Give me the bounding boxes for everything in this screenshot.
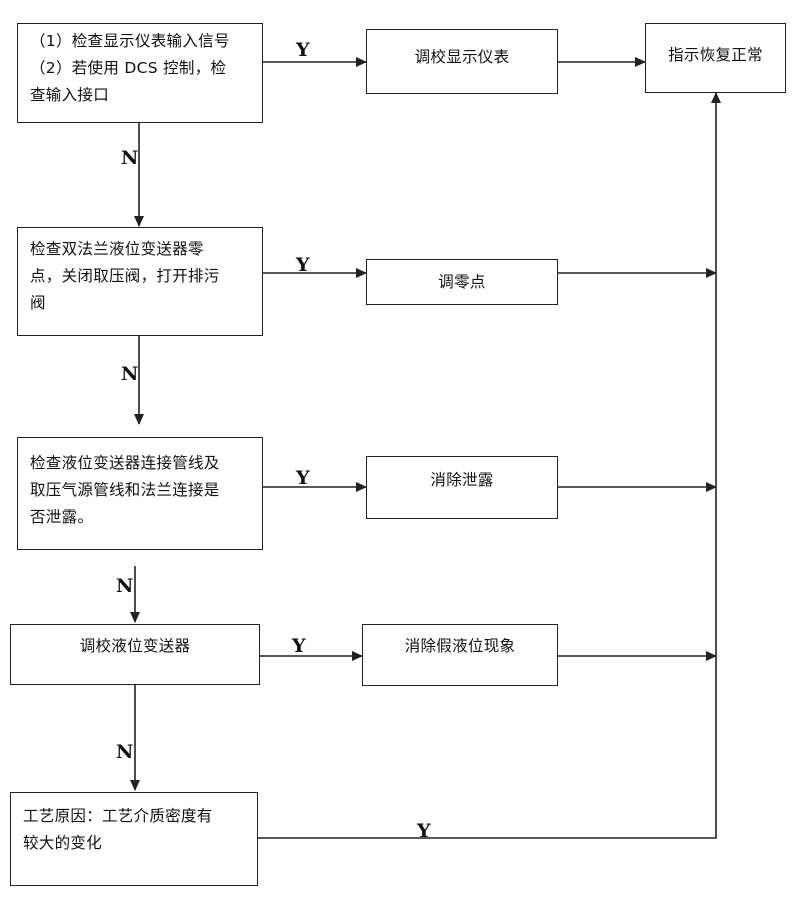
node-process-cause: 工艺原因：工艺介质密度有 较大的变化 <box>10 792 258 886</box>
edge-label-no: N <box>121 147 139 169</box>
edge-label-no: N <box>116 741 134 763</box>
node-adjust-zero: 调零点 <box>366 259 558 305</box>
node-eliminate-false-level: 消除假液位现象 <box>362 624 558 686</box>
node-calibrate-transmitter: 调校液位变送器 <box>10 624 260 685</box>
node-calibrate-display: 调校显示仪表 <box>366 29 558 94</box>
edge-label-yes: Y <box>296 467 310 489</box>
node-text-line: 检查液位变送器连接管线及 <box>30 454 220 472</box>
node-label: 指示恢复正常 <box>668 46 763 64</box>
edge-label-yes: Y <box>292 635 306 657</box>
edge-label-yes: Y <box>296 39 310 61</box>
edge-label-yes: Y <box>417 820 431 842</box>
node-check-zero: 检查双法兰液位变送器零 点，关闭取压阀，打开排污 阀 <box>17 227 263 336</box>
node-check-display-signal: （1）检查显示仪表输入信号 （2）若使用 DCS 控制，检 查输入接口 <box>17 23 263 123</box>
node-text-line: 取压气源管线和法兰连接是 <box>30 481 220 499</box>
node-label: 消除假液位现象 <box>404 637 516 655</box>
node-eliminate-leak: 消除泄露 <box>366 456 558 519</box>
node-text-line: 阀 <box>30 294 46 312</box>
node-text-line: （2）若使用 DCS 控制，检 <box>30 59 227 77</box>
node-text-line: 工艺原因：工艺介质密度有 <box>23 807 213 825</box>
node-indication-normal: 指示恢复正常 <box>645 23 786 93</box>
node-text-line: 点，关闭取压阀，打开排污 <box>30 267 220 285</box>
node-label: 调校显示仪表 <box>414 48 510 66</box>
node-label: 消除泄露 <box>430 471 494 489</box>
edge-process-cause-to-indication-normal <box>258 92 721 839</box>
edge-label-no: N <box>116 575 134 597</box>
node-label: 调零点 <box>438 272 486 291</box>
node-text-line: （1）检查显示仪表输入信号 <box>30 32 230 50</box>
node-text-line: 否泄露。 <box>30 508 94 526</box>
edge-label-yes: Y <box>296 254 310 276</box>
node-check-leak: 检查液位变送器连接管线及 取压气源管线和法兰连接是 否泄露。 <box>17 437 263 550</box>
node-text-line: 较大的变化 <box>23 834 103 852</box>
edge-label-no: N <box>121 363 139 385</box>
node-text-line: 查输入接口 <box>30 86 110 104</box>
node-label: 调校液位变送器 <box>79 637 191 655</box>
node-text-line: 检查双法兰液位变送器零 <box>30 240 204 258</box>
